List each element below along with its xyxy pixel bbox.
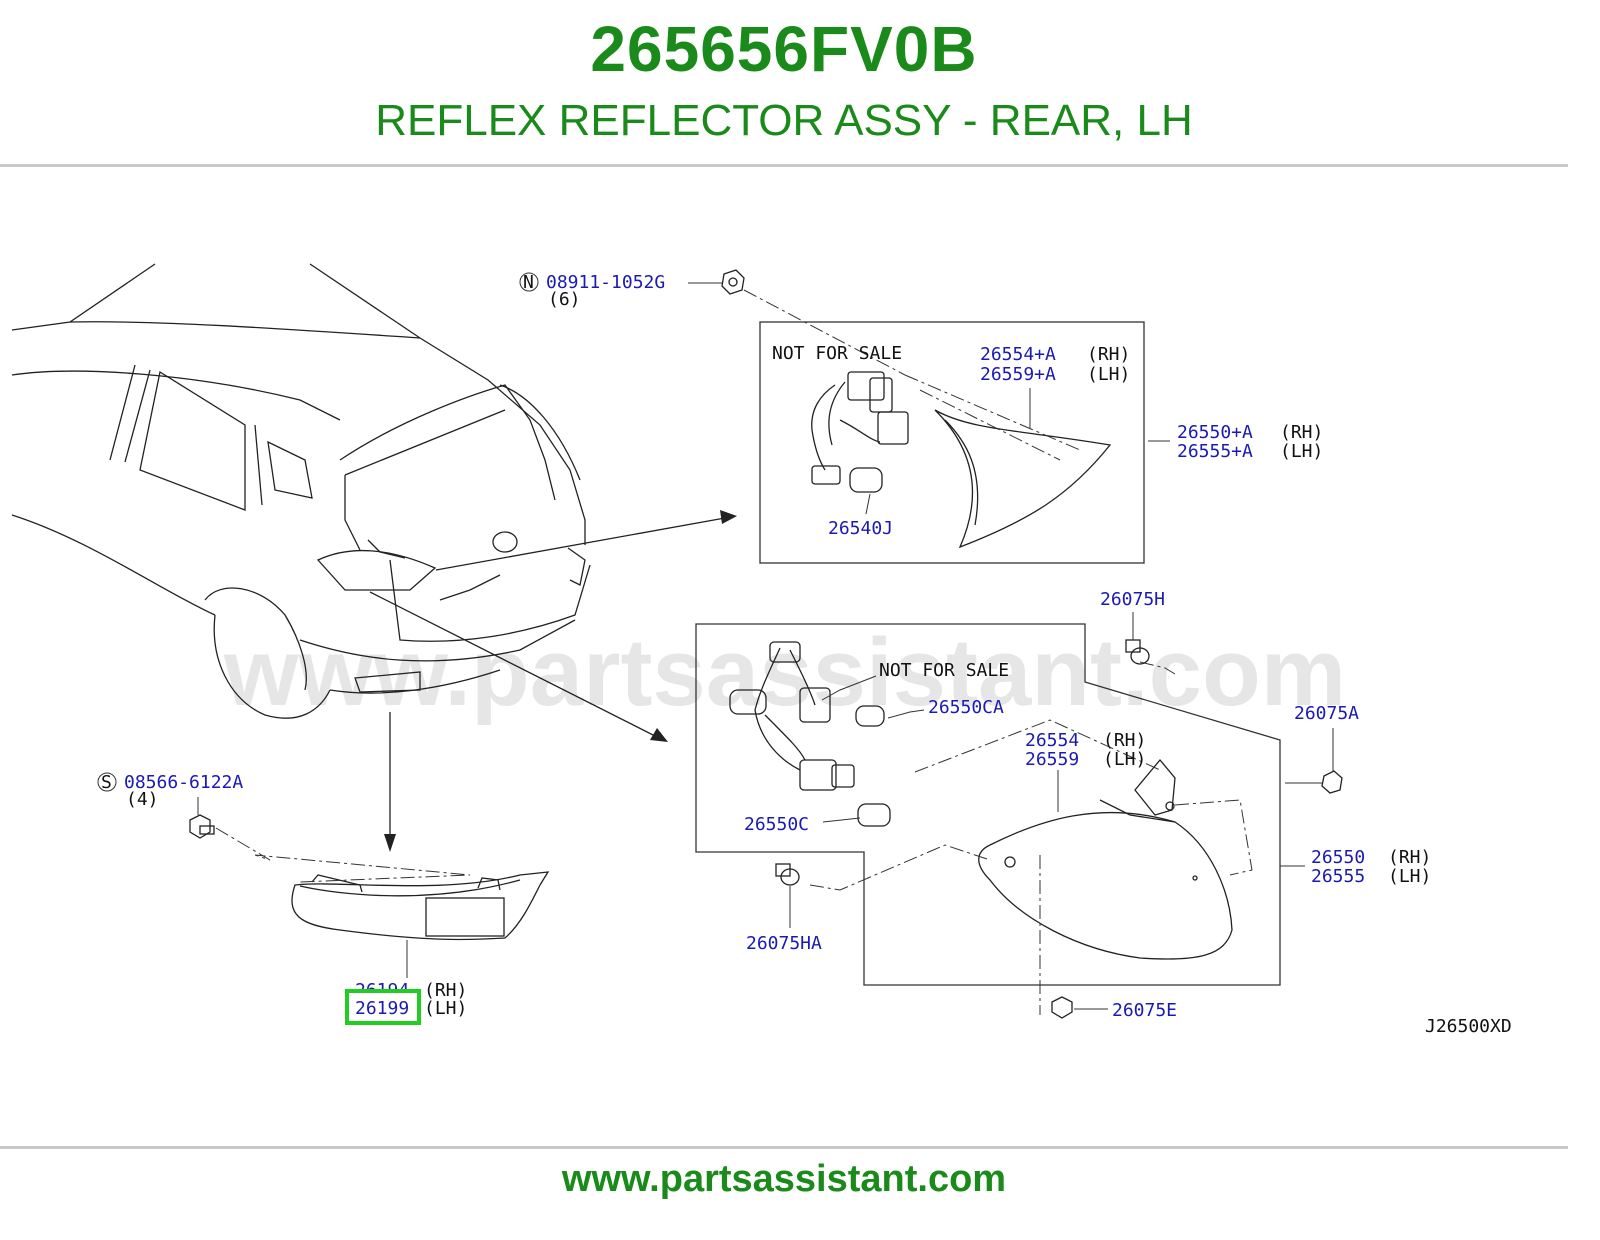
footer-website-link[interactable]: www.partsassistant.com bbox=[561, 1158, 1007, 1200]
part-number-title: 265656FV0B bbox=[590, 13, 978, 85]
highlight-box bbox=[345, 989, 421, 1025]
code-26550-A: 26550+A bbox=[1177, 422, 1253, 443]
lower-detail-box bbox=[695, 623, 1281, 986]
clip-26075h bbox=[1125, 612, 1150, 665]
upper-harness-illustration bbox=[811, 371, 909, 493]
side-lh-4: (LH) bbox=[1388, 866, 1431, 887]
code-26559: 26559 bbox=[1025, 749, 1079, 770]
part-name-subtitle: REFLEX REFLECTOR ASSY - REAR, LH bbox=[375, 96, 1193, 145]
label-leaders bbox=[821, 388, 1305, 867]
side-rh-1: (RH) bbox=[1087, 344, 1130, 365]
vehicle-rear-illustration bbox=[11, 263, 591, 719]
screw-quantity: (4) bbox=[126, 789, 159, 810]
diagram-id: J26500XD bbox=[1425, 1016, 1512, 1037]
code-26555-A: 26555+A bbox=[1177, 441, 1253, 462]
code-26075A: 26075A bbox=[1294, 703, 1359, 724]
header-divider bbox=[0, 164, 1568, 167]
nut-symbol: N bbox=[523, 272, 534, 293]
code-26075E: 26075E bbox=[1112, 1000, 1177, 1021]
code-26554: 26554 bbox=[1025, 730, 1079, 751]
nut-fastener bbox=[688, 269, 906, 376]
upper-detail-box bbox=[759, 321, 1145, 564]
code-26199-highlighted[interactable]: 26199 bbox=[355, 998, 409, 1019]
clip-26075a bbox=[1285, 728, 1343, 794]
side-lh-3: (LH) bbox=[1103, 749, 1146, 770]
page-header: 265656FV0B REFLEX REFLECTOR ASSY - REAR,… bbox=[0, 0, 1568, 166]
nut-quantity: (6) bbox=[548, 289, 581, 310]
not-for-sale-note-lower: NOT FOR SALE bbox=[879, 660, 1009, 681]
code-08911-1052G: 08911-1052G bbox=[546, 272, 665, 293]
parts-diagram: www.partsassistant.com bbox=[11, 263, 1512, 1037]
code-26075H: 26075H bbox=[1100, 589, 1165, 610]
code-08566-6122A: 08566-6122A bbox=[124, 772, 243, 793]
side-lh-5: (LH) bbox=[424, 998, 467, 1019]
lower-harness-illustration bbox=[729, 641, 891, 827]
side-rh-3: (RH) bbox=[1103, 730, 1146, 751]
code-26540J: 26540J bbox=[828, 518, 893, 539]
code-26075HA: 26075HA bbox=[746, 933, 822, 954]
label-screw: S 08566-6122A (4) bbox=[97, 772, 243, 810]
side-lh-2: (LH) bbox=[1280, 441, 1323, 462]
code-26559-A: 26559+A bbox=[980, 364, 1056, 385]
side-lh-1: (LH) bbox=[1087, 364, 1130, 385]
footer-divider bbox=[0, 1146, 1568, 1149]
side-rh-4: (RH) bbox=[1388, 847, 1431, 868]
lower-lamp-illustration bbox=[809, 661, 1253, 1015]
code-26550: 26550 bbox=[1311, 847, 1365, 868]
code-26550C: 26550C bbox=[744, 814, 809, 835]
code-26550CA: 26550CA bbox=[928, 697, 1004, 718]
callout-arrows bbox=[369, 510, 737, 852]
clip-26075e bbox=[1051, 996, 1108, 1019]
label-nut: N 08911-1052G (6) bbox=[519, 272, 665, 310]
side-rh-2: (RH) bbox=[1280, 422, 1323, 443]
not-for-sale-note-upper: NOT FOR SALE bbox=[772, 343, 902, 364]
screw-symbol: S bbox=[101, 772, 112, 793]
side-rh-5: (RH) bbox=[424, 980, 467, 1001]
code-26554-A: 26554+A bbox=[980, 344, 1056, 365]
clip-26075ha bbox=[775, 863, 800, 928]
reflex-reflector-illustration bbox=[215, 827, 550, 978]
screw-fastener bbox=[189, 797, 215, 839]
code-26555: 26555 bbox=[1311, 866, 1365, 887]
upper-lamp-illustration bbox=[904, 374, 1112, 549]
